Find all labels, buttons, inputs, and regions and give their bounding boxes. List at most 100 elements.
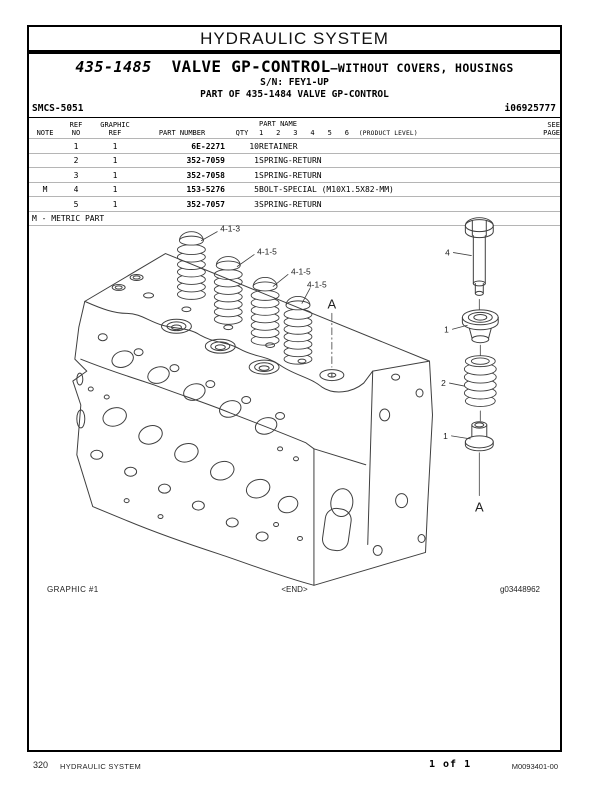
cell-see-page [515, 196, 560, 212]
cell-note [29, 138, 61, 154]
section-a-boss [319, 369, 345, 382]
cell-part-number: 352-7059 [139, 153, 225, 169]
cell-note: M [29, 182, 61, 198]
cell-qty: 3 [225, 196, 259, 212]
metric-footnote: M - METRIC PART [29, 212, 560, 227]
meta-row: SMCS-5051 i06925777 [29, 100, 560, 119]
cell-qty: 1 [225, 153, 259, 169]
col-part-number: PART NUMBER [158, 128, 206, 137]
graphic-caption-row: GRAPHIC #1 <END> g03448962 [29, 585, 560, 597]
cell-ref-no: 3 [61, 167, 91, 183]
col-note: NOTE [36, 128, 54, 137]
end-face-features [322, 373, 426, 556]
title-line: 435-1485 VALVE GP-CONTROL—WITHOUT COVERS,… [29, 58, 560, 76]
section-a-top-label: A [328, 296, 337, 311]
callout-spring4-label: 4-1-5 [307, 279, 327, 289]
cell-qty: 1 [225, 167, 259, 183]
group-name-suffix: —WITHOUT COVERS, HOUSINGS [330, 61, 514, 75]
table-row: 3 1 352-7058 1 SPRING-RETURN [29, 167, 560, 183]
cell-part-name: SPRING-RETURN [259, 196, 515, 212]
cell-see-page [515, 138, 560, 154]
section-a-bottom-label: A [475, 500, 484, 515]
table-row: M 4 1 153-5276 5 BOLT-SPECIAL (M10X1.5X8… [29, 182, 560, 198]
cell-see-page [515, 153, 560, 169]
cell-part-number: 6E-2271 [139, 138, 225, 154]
footer-page-number: 320 [33, 760, 49, 770]
table-row: 5 1 352-7057 3 SPRING-RETURN [29, 196, 560, 212]
page-footer: 320 HYDRAULIC SYSTEM 1 of 1 M0093401-00 [27, 759, 562, 775]
title-block: 435-1485 VALVE GP-CONTROL—WITHOUT COVERS,… [29, 54, 560, 100]
cell-qty: 10 [225, 138, 259, 154]
valve-body [72, 253, 433, 586]
content-frame: 435-1485 VALVE GP-CONTROL—WITHOUT COVERS,… [27, 52, 562, 752]
smcs-code: SMCS-5051 [32, 103, 84, 115]
table-row: 2 1 352-7059 1 SPRING-RETURN [29, 153, 560, 169]
table-row: 1 1 6E-2271 10 RETAINER [29, 138, 560, 154]
page-header-title: HYDRAULIC SYSTEM [200, 28, 389, 48]
spring-4-1-5-b [250, 277, 280, 346]
cell-part-number: 352-7057 [139, 196, 225, 212]
spring-4-1-5-c [283, 295, 313, 365]
cell-part-name: SPRING-RETURN [259, 167, 515, 183]
cell-ref-no: 1 [61, 138, 91, 154]
serial-number: S/N: FEY1-UP [260, 76, 329, 88]
exploded-spring [463, 355, 497, 407]
col-part-name: PART NAME 1 2 3 4 5 6 (PRODUCT LEVEL) [259, 120, 418, 137]
exploded-bolt-label: 4 [445, 248, 450, 258]
cell-ref-no: 4 [61, 182, 91, 198]
exploded-retainer-bottom [464, 421, 494, 452]
cell-ref-no: 2 [61, 153, 91, 169]
cell-part-name: SPRING-RETURN [259, 153, 515, 169]
cell-ref-no: 5 [61, 196, 91, 212]
technical-drawing: 4-1-3 4-1-5 4-1-5 4-1-5 A 4 1 2 1 A [31, 209, 560, 591]
cell-see-page [515, 182, 560, 198]
cell-graphic-ref: 1 [91, 182, 139, 198]
cell-note [29, 153, 61, 169]
cell-part-name: BOLT-SPECIAL (M10X1.5X82-MM) [259, 182, 515, 198]
graphic-id: g03448962 [499, 585, 540, 594]
valve-drawing-svg: 4-1-3 4-1-5 4-1-5 4-1-5 A 4 1 2 1 A [72, 217, 499, 586]
exploded-leaders [449, 252, 472, 440]
exploded-retainer-bottom-label: 1 [443, 431, 448, 441]
exploded-retainer-top [461, 309, 499, 344]
footer-section-title: HYDRAULIC SYSTEM [60, 762, 142, 771]
cell-note [29, 167, 61, 183]
callout-spring1-label: 4-1-3 [220, 224, 240, 234]
callout-spring2-label: 4-1-5 [257, 247, 277, 257]
cell-graphic-ref: 1 [91, 167, 139, 183]
spring-4-1-5-a [213, 256, 243, 325]
document-id: i06925777 [504, 103, 556, 115]
exploded-bolt [464, 217, 494, 296]
front-face-holes [87, 333, 303, 542]
cell-graphic-ref: 1 [91, 153, 139, 169]
footer-doc-code: M0093401-00 [511, 762, 558, 771]
cell-part-number: 153-5276 [139, 182, 225, 198]
cell-see-page [515, 167, 560, 183]
cell-qty: 5 [225, 182, 259, 198]
group-name: VALVE GP-CONTROL [171, 57, 331, 76]
cell-graphic-ref: 1 [91, 138, 139, 154]
callout-leaders [200, 231, 333, 368]
graphic-caption: GRAPHIC #1 [47, 585, 99, 594]
exploded-spring-label: 2 [441, 378, 446, 388]
deck-bosses [161, 318, 280, 375]
exploded-retainer-top-label: 1 [444, 324, 449, 334]
deck-holes [111, 273, 307, 364]
left-face-features [76, 372, 86, 429]
end-marker: <END> [281, 585, 308, 594]
page-header: HYDRAULIC SYSTEM [27, 25, 562, 52]
parent-assembly: PART OF 435-1484 VALVE GP-CONTROL [200, 89, 389, 101]
spring-4-1-3 [176, 231, 206, 300]
cell-part-name: RETAINER [259, 138, 515, 154]
cell-graphic-ref: 1 [91, 196, 139, 212]
group-part-number: 435-1485 [75, 58, 152, 76]
footer-sheet-count: 1 of 1 [429, 759, 472, 770]
callout-spring3-label: 4-1-5 [291, 266, 311, 276]
cell-part-number: 352-7058 [139, 167, 225, 183]
